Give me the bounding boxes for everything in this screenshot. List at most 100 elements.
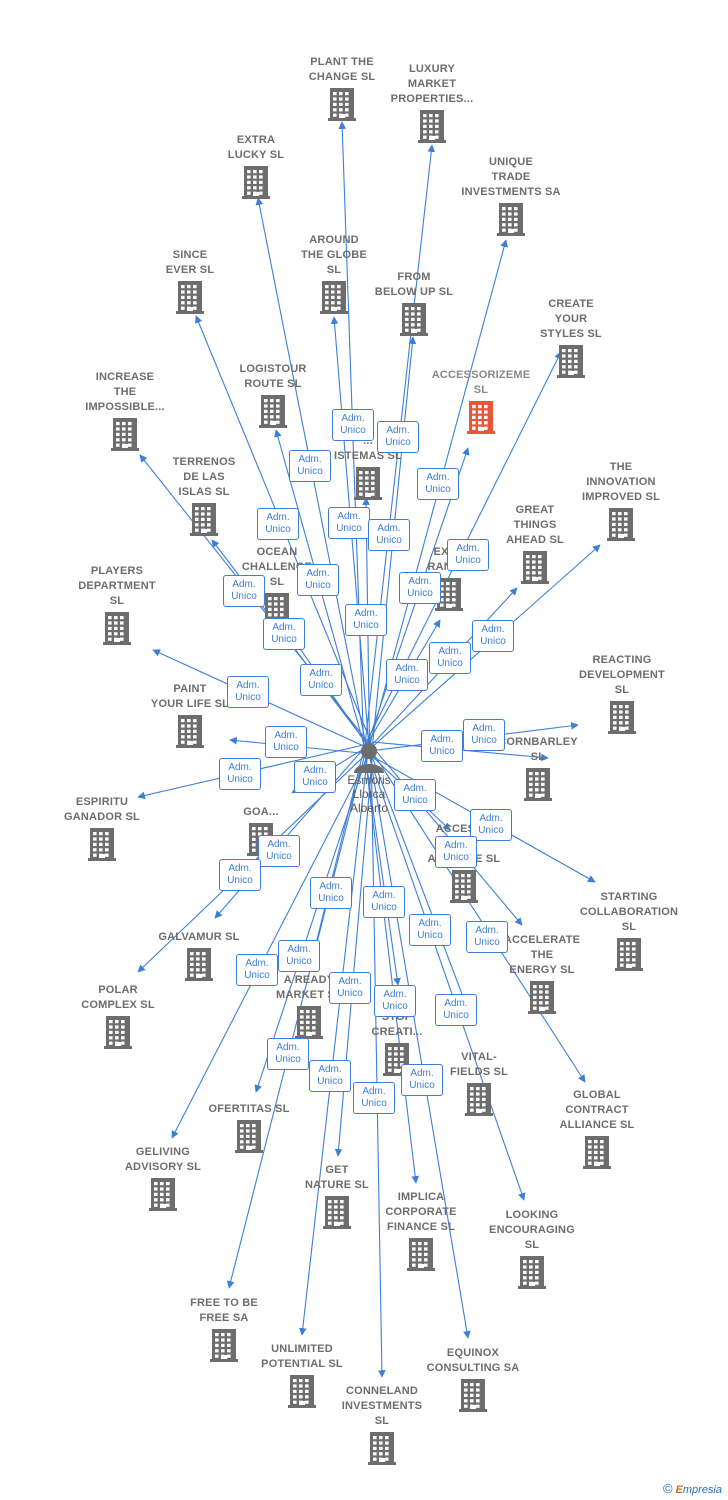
role-badge[interactable]: Adm.Unico: [300, 664, 342, 696]
company-label: GOA...: [243, 806, 279, 818]
role-badge[interactable]: Adm.Unico: [447, 539, 489, 571]
company-node[interactable]: OCEAN CHALLENGE SL: [212, 545, 342, 626]
role-badge[interactable]: Adm.Unico: [332, 409, 374, 441]
role-badge[interactable]: Adm.Unico: [466, 921, 508, 953]
company-node[interactable]: TERRENOS DE LAS ISLAS SL: [139, 455, 269, 536]
role-badge[interactable]: Adm.Unico: [257, 508, 299, 540]
company-node[interactable]: GREAT THINGS AHEAD SL: [470, 503, 600, 584]
role-badge[interactable]: Adm.Unico: [297, 564, 339, 596]
role-badge[interactable]: Adm.Unico: [310, 877, 352, 909]
company-node[interactable]: IMPLICA CORPORATE FINANCE SL: [356, 1190, 486, 1271]
company-label: EXTRA LUCKY SL: [227, 134, 285, 161]
role-badge[interactable]: Adm.Unico: [328, 507, 370, 539]
role-badge[interactable]: Adm.Unico: [267, 1038, 309, 1070]
company-node[interactable]: UNIQUE TRADE INVESTMENTS SA: [446, 155, 576, 236]
company-node[interactable]: LOOKING ENCOURAGING SL: [467, 1208, 597, 1289]
role-badge[interactable]: Adm.Unico: [219, 859, 261, 891]
company-node[interactable]: GELIVING ADVISORY SL: [98, 1145, 228, 1211]
role-badge[interactable]: Adm.Unico: [417, 468, 459, 500]
role-badge[interactable]: Adm.Unico: [278, 940, 320, 972]
relationship-edge: [364, 744, 526, 1201]
role-badge-line1: Adm.: [298, 454, 322, 465]
role-badge[interactable]: Adm.Unico: [386, 659, 428, 691]
role-badge[interactable]: Adm.Unico: [258, 835, 300, 867]
company-node[interactable]: AROUND THE GLOBE SL: [269, 233, 399, 314]
role-badge-line2: Unico: [227, 774, 253, 785]
role-badge-line1: Adm.: [338, 976, 362, 987]
role-badge[interactable]: Adm.Unico: [463, 719, 505, 751]
role-badge[interactable]: Adm.Unico: [377, 421, 419, 453]
company-node[interactable]: GLOBAL CONTRACT ALLIANCE SL: [532, 1088, 662, 1169]
role-badge-line1: Adm.: [309, 668, 333, 679]
company-node[interactable]: PAINT YOUR LIFE SL: [125, 682, 255, 748]
center-person-node[interactable]: Esmoris Llorca Alberto: [334, 741, 404, 815]
company-node[interactable]: INCREASE THE IMPOSSIBLE...: [60, 370, 190, 451]
relationship-edge: [370, 744, 523, 926]
company-node[interactable]: SINCE EVER SL: [125, 248, 255, 314]
role-badge-line1: Adm.: [403, 783, 427, 794]
company-node[interactable]: PLANT THE CHANGE SL: [277, 55, 407, 121]
company-node[interactable]: CONNELAND INVESTMENTS SL: [317, 1384, 447, 1465]
building-icon: [521, 551, 549, 584]
role-badge-line2: Unico: [455, 555, 481, 566]
role-badge[interactable]: Adm.Unico: [227, 676, 269, 708]
role-badge[interactable]: Adm.Unico: [223, 575, 265, 607]
role-badge-line2: Unico: [318, 893, 344, 904]
role-badge[interactable]: Adm.Unico: [363, 886, 405, 918]
company-node[interactable]: VITAL- FIELDS SL: [414, 1050, 544, 1116]
role-badge[interactable]: Adm.Unico: [353, 1082, 395, 1114]
company-node[interactable]: EXTRA LUCKY SL: [191, 133, 321, 199]
company-node[interactable]: EQUINOX CONSULTING SA: [408, 1346, 538, 1412]
company-node[interactable]: OFERTITAS SL: [184, 1102, 314, 1153]
role-badge[interactable]: Adm.Unico: [236, 954, 278, 986]
role-badge[interactable]: Adm.Unico: [394, 779, 436, 811]
building-icon: [467, 401, 495, 434]
role-badge[interactable]: Adm.Unico: [470, 809, 512, 841]
company-node[interactable]: FREE TO BE FREE SA: [159, 1296, 289, 1362]
building-icon: [608, 701, 636, 734]
role-badge[interactable]: Adm.Unico: [309, 1060, 351, 1092]
role-badge-line1: Adm.: [481, 624, 505, 635]
role-badge[interactable]: Adm.Unico: [345, 604, 387, 636]
company-node[interactable]: PLAYERS DEPARTMENT SL: [52, 564, 182, 645]
company-node[interactable]: UNLIMITED POTENTIAL SL: [237, 1342, 367, 1408]
company-node[interactable]: ACCESSORIZEME SL: [416, 368, 546, 434]
role-badge[interactable]: Adm.Unico: [289, 450, 331, 482]
company-node[interactable]: ESPIRITU GANADOR SL: [37, 795, 167, 861]
company-node[interactable]: ACCELERATE THE ENERGY SL: [477, 933, 607, 1014]
role-badge[interactable]: Adm.Unico: [472, 620, 514, 652]
relationship-edge: [368, 753, 471, 1339]
role-badge[interactable]: Adm.Unico: [265, 726, 307, 758]
company-node[interactable]: GET NATURE SL: [272, 1163, 402, 1229]
role-badge[interactable]: Adm.Unico: [294, 761, 336, 793]
role-badge[interactable]: Adm.Unico: [421, 730, 463, 762]
role-badge[interactable]: Adm.Unico: [409, 914, 451, 946]
company-node[interactable]: LOGISTOUR ROUTE SL: [208, 362, 338, 428]
company-node[interactable]: REACTING DEVELOPMENT SL: [557, 653, 687, 734]
building-icon: [400, 303, 428, 336]
role-badge[interactable]: Adm.Unico: [368, 519, 410, 551]
role-badge[interactable]: Adm.Unico: [219, 758, 261, 790]
company-node[interactable]: NEVER STOP CREATI...: [332, 995, 462, 1076]
role-badge[interactable]: Adm.Unico: [374, 985, 416, 1017]
company-node[interactable]: GALVAMUR SL: [134, 930, 264, 981]
company-node[interactable]: CREATE YOUR STYLES SL: [506, 297, 636, 378]
role-badge[interactable]: Adm.Unico: [263, 618, 305, 650]
building-icon: [320, 281, 348, 314]
role-badge[interactable]: Adm.Unico: [435, 836, 477, 868]
role-badge[interactable]: Adm.Unico: [401, 1064, 443, 1096]
role-badge[interactable]: Adm.Unico: [429, 642, 471, 674]
role-badge[interactable]: Adm.Unico: [399, 572, 441, 604]
company-node[interactable]: STARTING COLLABORATION SL: [564, 890, 694, 971]
company-node[interactable]: FROM BELOW UP SL: [349, 270, 479, 336]
company-node[interactable]: LUXURY MARKET PROPERTIES...: [367, 62, 497, 143]
company-label: FROM BELOW UP SL: [374, 271, 454, 298]
company-node[interactable]: CORNBARLEY SL: [473, 735, 603, 801]
company-node[interactable]: POLAR COMPLEX SL: [53, 983, 183, 1049]
company-node[interactable]: ... ISTEMAS SL: [303, 434, 433, 500]
company-node[interactable]: THE INNOVATION IMPROVED SL: [556, 460, 686, 541]
building-icon: [497, 203, 525, 236]
role-badge-line2: Unico: [443, 1010, 469, 1021]
role-badge[interactable]: Adm.Unico: [329, 972, 371, 1004]
role-badge[interactable]: Adm.Unico: [435, 994, 477, 1026]
